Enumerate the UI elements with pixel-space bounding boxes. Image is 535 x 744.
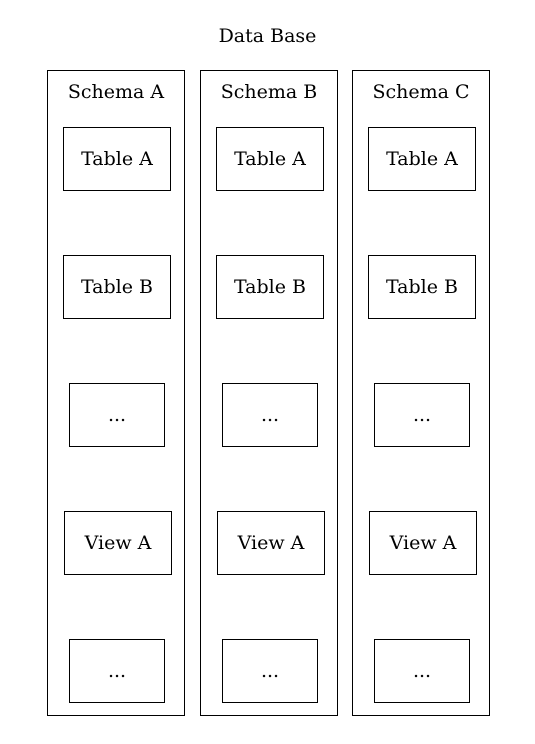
- schema-c-table-a-node: Table A: [368, 127, 476, 191]
- schema-c-container: Schema C Table A Table B ... View A ...: [352, 70, 490, 716]
- schema-a-table-b-node: Table B: [63, 255, 171, 319]
- schema-c-view-a-node: View A: [369, 511, 477, 575]
- schema-c-table-b-node: Table B: [368, 255, 476, 319]
- schema-b-label: Schema B: [220, 81, 318, 103]
- schema-b-view-a-node: View A: [217, 511, 325, 575]
- schema-b-table-a-node: Table A: [216, 127, 324, 191]
- database-title: Data Base: [218, 25, 317, 47]
- schema-a-ellipsis-node-1: ...: [69, 383, 165, 447]
- schema-a-view-a-node: View A: [64, 511, 172, 575]
- schema-a-table-a-node: Table A: [63, 127, 171, 191]
- schema-b-container: Schema B Table A Table B ... View A ...: [200, 70, 338, 716]
- schema-b-ellipsis-node-1: ...: [222, 383, 318, 447]
- schema-c-label: Schema C: [372, 81, 470, 103]
- schema-c-ellipsis-node-2: ...: [374, 639, 470, 703]
- schema-a-container: Schema A Table A Table B ... View A ...: [47, 70, 185, 716]
- schema-c-ellipsis-node-1: ...: [374, 383, 470, 447]
- schema-b-ellipsis-node-2: ...: [222, 639, 318, 703]
- schema-a-label: Schema A: [67, 81, 165, 103]
- schema-a-ellipsis-node-2: ...: [69, 639, 165, 703]
- schema-b-table-b-node: Table B: [216, 255, 324, 319]
